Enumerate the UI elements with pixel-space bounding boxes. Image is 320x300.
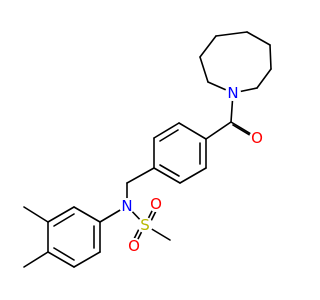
atom-label-sulfonyl-s: S — [137, 216, 153, 234]
bond — [246, 31, 271, 46]
bond — [199, 35, 217, 58]
bond — [47, 206, 75, 223]
sulfonamide-nitrogen-label: N — [121, 197, 132, 215]
bond — [159, 164, 180, 177]
bond — [53, 213, 75, 227]
bond — [53, 247, 75, 261]
carbonyl-oxygen-label: O — [251, 129, 263, 147]
bond — [215, 31, 248, 37]
bond — [23, 206, 49, 223]
sulfonyl-oxygen-label: O — [128, 237, 140, 255]
bond — [205, 121, 232, 140]
bond — [47, 251, 75, 268]
bond — [23, 251, 49, 268]
atom-label-sulfonyl-o2: O — [126, 237, 142, 255]
bond — [73, 251, 101, 268]
bond — [153, 122, 180, 139]
bond — [178, 122, 207, 140]
atom-label-azepane-n: N — [225, 84, 241, 102]
bond — [179, 167, 207, 184]
molecule-structure-diagram: N O N S O O — [23, 31, 272, 268]
bond — [159, 129, 179, 142]
azepane-nitrogen-label: N — [227, 84, 238, 102]
bond — [256, 68, 272, 89]
sulfonyl-oxygen-label: O — [150, 195, 162, 213]
atom-label-carbonyl-o: O — [249, 129, 265, 147]
bond — [126, 167, 155, 184]
sulfur-label: S — [140, 216, 150, 234]
bond — [73, 206, 101, 223]
bond — [269, 44, 272, 70]
bond — [199, 56, 209, 83]
atom-label-sulfonyl-o1: O — [148, 195, 164, 213]
bond — [153, 167, 181, 184]
atom-label-sulfonamide-n: N — [119, 197, 135, 215]
